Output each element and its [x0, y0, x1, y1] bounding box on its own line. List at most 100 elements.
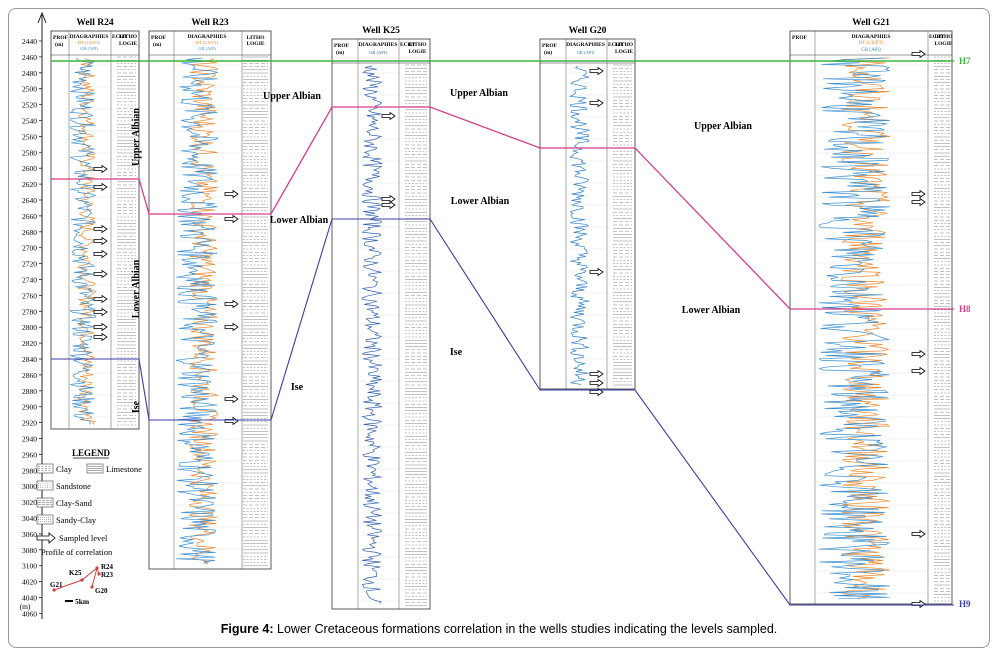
litho-column [613, 64, 632, 386]
figure-caption: Figure 4: Lower Cretaceous formations co… [9, 622, 989, 636]
legend-label-clay: Clay [56, 464, 73, 474]
horizon-h9 [51, 218, 954, 606]
profile-label-g20: G20 [95, 587, 108, 595]
depth-tick-label: 3100 [22, 562, 37, 571]
profile-label-r23: R23 [101, 571, 114, 579]
depth-tick-label: 2780 [22, 307, 37, 316]
sampled-level-arrow [224, 189, 239, 199]
sampled-level-arrow [224, 299, 239, 309]
depth-tick-label: 4040 [22, 594, 37, 603]
legend-label-clay-sand: Clay-Sand [56, 498, 93, 508]
legend-swatch-sandy-clay [36, 514, 54, 525]
depth-axis-unit: (m) [20, 602, 31, 611]
sampled-level-arrow [93, 307, 108, 317]
sampled-level-arrow [224, 214, 239, 224]
profile-label-k25: K25 [69, 569, 82, 577]
well-litho-header: LITHO [246, 35, 265, 41]
log-curve-0 [361, 65, 383, 604]
log-curve-1 [818, 57, 891, 600]
sampled-level-arrow [224, 416, 239, 426]
depth-tick-label: 3000 [22, 482, 37, 491]
depth-tick-label: 4020 [22, 578, 37, 587]
horizon-label-h8: H8 [959, 304, 971, 314]
label-lower-albian-2: Lower Albian [451, 196, 510, 207]
depth-tick-label: 2760 [22, 291, 37, 300]
well-litho-header-2: LOGIE [408, 49, 426, 55]
legend-profile-title: Profile of correlation [41, 547, 113, 557]
sampled-level-arrow [93, 269, 108, 279]
log-header-dt: DT (US/FT) [78, 40, 101, 45]
legend-title: LEGEND [72, 448, 111, 458]
well-echt-header: ECHT [112, 34, 128, 40]
well-diag-header: DIAGRAPHIES [70, 34, 109, 40]
horizon-label-h7: H7 [959, 56, 971, 66]
depth-tick-label: 2900 [22, 403, 37, 412]
depth-tick-label: 2600 [22, 164, 37, 173]
well-title: Well G20 [569, 26, 607, 36]
log-header-gr: GR (API) [80, 46, 98, 51]
well-diag-header: DIAGRAPHIES [566, 42, 605, 48]
log-header-gr: GR (API) [369, 50, 387, 55]
legend-label-sandy-clay: Sandy-Clay [56, 515, 97, 525]
well-frame [539, 38, 636, 390]
well-litho-header: LITHO [615, 42, 634, 48]
well-prof-unit: (m) [336, 49, 344, 56]
depth-tick-label: 2560 [22, 132, 37, 141]
profile-well-dot [97, 572, 101, 576]
correlation-diagram: 2440246024802500252025402560258026002620… [20, 11, 971, 619]
log-curve-0 [188, 57, 219, 564]
log-header-dt: DT (US/FT) [859, 41, 884, 46]
well-title: Well R24 [76, 18, 113, 28]
depth-tick-label: 2640 [22, 196, 37, 205]
sampled-level-arrow [224, 322, 239, 332]
legend-swatch-limestone [86, 463, 104, 474]
well-diag-header: DIAGRAPHIES [852, 34, 891, 40]
profile-well-dot [80, 578, 84, 582]
sampled-level-arrow [381, 200, 396, 210]
well-litho-header-2: LOGIE [119, 41, 137, 47]
log-curve-1 [69, 57, 97, 425]
well-prof-header: PROF [151, 35, 167, 41]
depth-tick-label: 2660 [22, 212, 37, 221]
profile-well-dot [95, 566, 99, 570]
depth-tick-label: 2880 [22, 387, 37, 396]
log-curve-1 [175, 57, 219, 564]
sampled-level-arrow [911, 529, 926, 539]
depth-tick-label: 2520 [22, 101, 37, 110]
sampled-level-arrow [589, 66, 604, 76]
well-litho-header: LITHO [934, 34, 953, 40]
well-echt-header: ECHT [608, 42, 624, 48]
well-prof-unit: (m) [55, 41, 63, 48]
well-litho-header-2: LOGIE [246, 41, 264, 47]
legend-label-sandstone: Sandstone [56, 481, 91, 491]
well-diag-header: DIAGRAPHIES [188, 34, 227, 40]
sampled-level-arrow [381, 111, 396, 121]
profile-well-dot [90, 585, 94, 589]
label-ise-1: Ise [291, 382, 304, 393]
well-litho-header: LITHO [408, 42, 427, 48]
depth-tick-label: 2860 [22, 371, 37, 380]
sampled-level-arrow [381, 194, 396, 204]
profile-label-r24: R24 [101, 563, 114, 571]
sampled-level-arrow [589, 369, 604, 379]
label-upper-albian-r24: Upper Albian [131, 108, 142, 166]
legend-arrow-icon [36, 532, 56, 544]
legend: LEGEND Clay LimestoneSandstoneClay-SandSan… [36, 448, 142, 606]
litho-column [117, 56, 136, 426]
depth-tick-label: 2480 [22, 69, 37, 78]
label-lower-albian-1: Lower Albian [270, 215, 329, 226]
log-curve-0 [568, 65, 591, 385]
sampled-level-arrow [911, 349, 926, 359]
sampled-level-arrow [911, 49, 926, 59]
sampled-level-arrow [93, 224, 108, 234]
litho-column [405, 64, 427, 607]
legend-label-limestone: Limestone [106, 464, 142, 474]
scale-label: 5km [75, 597, 90, 606]
